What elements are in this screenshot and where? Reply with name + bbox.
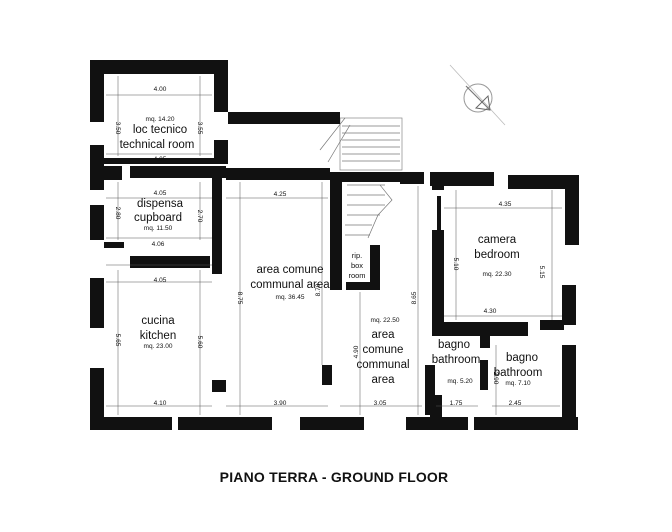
label-loc-tecnico: loc tecnico bbox=[133, 124, 187, 136]
dim-tech-left: 3.50 bbox=[114, 122, 121, 135]
dim-communal1-width-2: 3.90 bbox=[274, 400, 287, 407]
dim-cupboard-width-2: 4.06 bbox=[152, 241, 165, 248]
dim-kitchen-right: 5.60 bbox=[196, 336, 203, 349]
dim-bedroom-width: 4.35 bbox=[499, 201, 512, 208]
label-cucina: cucina bbox=[141, 315, 175, 327]
label-box: box bbox=[351, 261, 363, 270]
area-communal-2: mq. 22.50 bbox=[371, 317, 400, 324]
dim-communal2-left: 4.90 bbox=[353, 345, 360, 358]
area-bedroom: mq. 22.30 bbox=[483, 271, 512, 278]
dim-kitchen-left: 5.65 bbox=[114, 334, 121, 347]
label-area-comune-1: area comune bbox=[256, 264, 323, 276]
label-area-2b: area bbox=[371, 374, 395, 386]
dim-bathroom1-width: 1.75 bbox=[450, 400, 463, 407]
label-technical-room: technical room bbox=[120, 139, 195, 151]
label-comune-2: comune bbox=[363, 344, 404, 356]
dim-communal2-right: 8.65 bbox=[411, 291, 418, 304]
dim-communal1-left: 8.75 bbox=[236, 292, 243, 305]
dim-tech-width: 4.00 bbox=[154, 86, 167, 93]
area-cupboard: mq. 11.50 bbox=[144, 225, 173, 232]
area-tech-room: mq. 14.20 bbox=[146, 116, 175, 123]
dim-bathroom2-width: 2.45 bbox=[509, 400, 522, 407]
dim-cupboard-left: 2.80 bbox=[114, 207, 121, 220]
dimension-lines bbox=[106, 76, 562, 415]
walls bbox=[90, 60, 579, 430]
dim-tech-width-2: 4.05 bbox=[154, 156, 167, 163]
label-communal-area-1: communal area bbox=[250, 279, 330, 291]
label-camera: camera bbox=[478, 234, 517, 246]
area-kitchen: mq. 23.00 bbox=[144, 343, 173, 350]
dim-bedroom-width-2: 4.30 bbox=[484, 308, 497, 315]
dim-bathroom2-height: 2.90 bbox=[492, 372, 499, 385]
dim-cupboard-width: 4.05 bbox=[154, 190, 167, 197]
dim-kitchen-width: 4.05 bbox=[154, 277, 167, 284]
label-bagno-2: bagno bbox=[506, 352, 538, 364]
dim-tech-right: 3.55 bbox=[196, 122, 203, 135]
label-cupboard: cupboard bbox=[134, 212, 182, 224]
label-bathroom-2: bathroom bbox=[494, 367, 543, 379]
area-bathroom-2: mq. 7.10 bbox=[505, 380, 531, 387]
label-kitchen: kitchen bbox=[140, 330, 176, 342]
dim-communal1-width: 4.25 bbox=[274, 191, 287, 198]
label-rip: rip. bbox=[352, 251, 362, 260]
area-bathroom-1: mq. 5.20 bbox=[447, 378, 473, 385]
label-area-2: area bbox=[371, 329, 395, 341]
label-room: room bbox=[348, 271, 365, 280]
dim-bedroom-left: 5.10 bbox=[452, 258, 459, 271]
dim-communal2-width: 3.05 bbox=[374, 400, 387, 407]
label-bedroom: bedroom bbox=[474, 249, 519, 261]
staircase bbox=[319, 117, 403, 239]
label-dispensa: dispensa bbox=[137, 198, 184, 210]
dim-kitchen-width-2: 4.10 bbox=[154, 400, 167, 407]
dim-cupboard-right: 2.70 bbox=[196, 210, 203, 223]
dim-communal1-right: 8.70 bbox=[315, 283, 322, 296]
area-communal-1: mq. 36.45 bbox=[276, 294, 305, 301]
dim-bedroom-right: 5.15 bbox=[538, 266, 545, 279]
label-bathroom-1: bathroom bbox=[432, 354, 481, 366]
north-arrow-icon bbox=[449, 64, 506, 126]
label-bagno-1: bagno bbox=[438, 339, 470, 351]
label-communal-2: communal bbox=[356, 359, 409, 371]
floor-title: PIANO TERRA - GROUND FLOOR bbox=[220, 469, 449, 485]
